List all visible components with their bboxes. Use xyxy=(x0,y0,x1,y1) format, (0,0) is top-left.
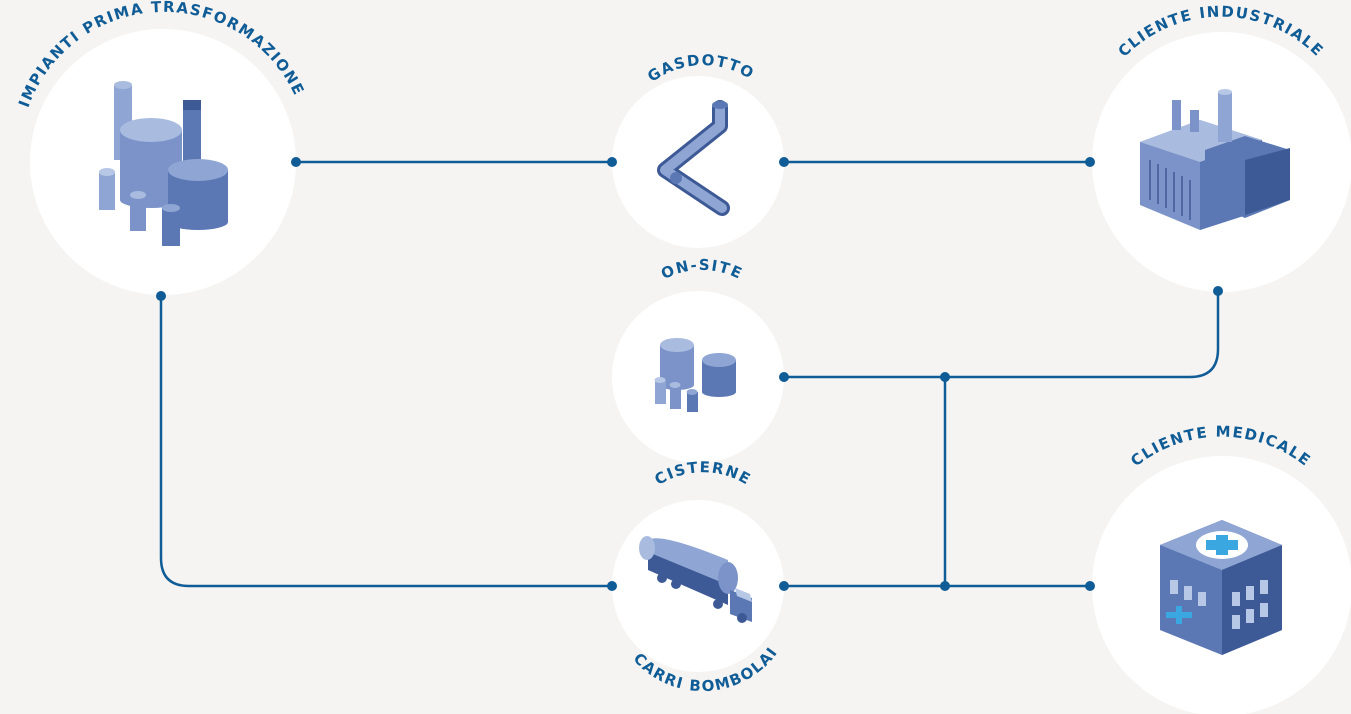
tanker-truck-icon xyxy=(639,536,752,623)
connector-dot xyxy=(779,372,789,382)
pipeline-icon xyxy=(657,100,730,216)
onsite-tanks-icon xyxy=(654,338,736,412)
node-onsite[interactable] xyxy=(612,291,784,463)
connector-dots xyxy=(156,157,1223,591)
connector-dot xyxy=(607,157,617,167)
hospital-icon xyxy=(1160,520,1282,655)
connector-dot xyxy=(291,157,301,167)
storage-tanks-icon xyxy=(99,81,228,246)
connector-dot xyxy=(1213,286,1223,296)
label-cisterne: CISTERNE xyxy=(652,458,755,489)
connector-dot xyxy=(779,581,789,591)
connection-lines xyxy=(159,160,1220,588)
connector-dot xyxy=(156,291,166,301)
connector-dot xyxy=(1085,581,1095,591)
connector-dot xyxy=(940,581,950,591)
factory-icon xyxy=(1140,89,1290,230)
label-onsite: ON-SITE xyxy=(658,256,745,283)
connector-dot xyxy=(607,581,617,591)
connector-dot xyxy=(779,157,789,167)
edge-onsite-industriale xyxy=(784,291,1220,379)
connector-dot xyxy=(1085,157,1095,167)
edge-impianti-cisterne xyxy=(159,296,612,588)
node-gasdotto[interactable] xyxy=(612,76,784,248)
connector-dot xyxy=(940,372,950,382)
